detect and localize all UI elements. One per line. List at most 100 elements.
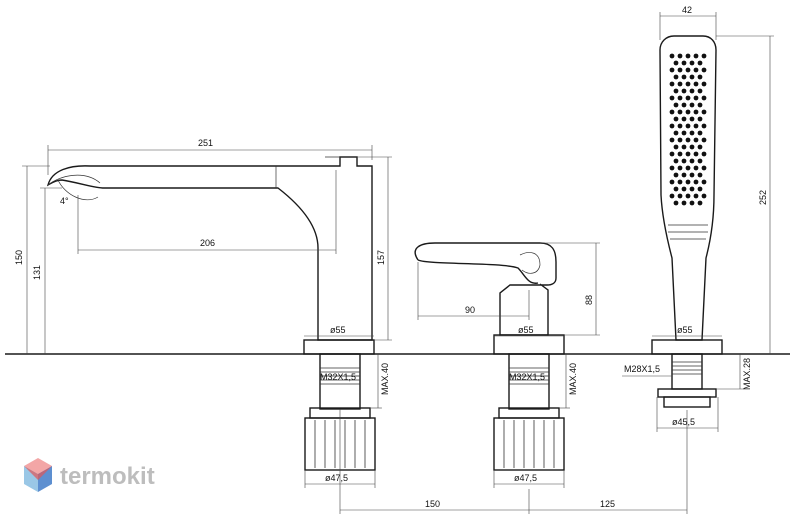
spray-nozzle: [673, 172, 679, 178]
spray-nozzle: [669, 53, 675, 59]
spray-nozzle: [673, 200, 679, 206]
dim-mixer-lever-length: 90: [465, 305, 475, 315]
dim-mixer-base-diameter: ø55: [518, 325, 534, 335]
mixer-lever-outline: [414, 242, 557, 336]
mixer-nut: [493, 417, 565, 471]
spray-nozzle: [669, 81, 675, 87]
spray-nozzle: [669, 165, 675, 171]
spray-nozzle: [697, 186, 703, 192]
spray-nozzle: [673, 116, 679, 122]
spray-nozzle: [689, 172, 695, 178]
spray-nozzle: [673, 158, 679, 164]
spray-nozzle: [701, 193, 707, 199]
dimension-labels: 251 206 150 131 157 4° ø55 M32X1,5 MAX.4…: [14, 5, 768, 509]
dim-shower-max-deck: MAX.28: [742, 358, 752, 390]
dim-spout-reach: 206: [200, 238, 215, 248]
dim-shower-base-diameter: ø55: [677, 325, 693, 335]
spray-nozzle: [685, 193, 691, 199]
spout-angle-arc: [57, 179, 99, 201]
spray-nozzle: [669, 95, 675, 101]
spray-nozzle: [669, 179, 675, 185]
spray-nozzle: [685, 151, 691, 157]
shower-nut: [663, 396, 711, 408]
spray-nozzle: [681, 60, 687, 66]
spray-nozzle: [697, 158, 703, 164]
dim-shower-nut-diameter: ø45,5: [672, 417, 695, 427]
spray-nozzle: [685, 53, 691, 59]
shower-spray-nozzles: [669, 53, 707, 206]
spray-nozzle: [669, 67, 675, 73]
spray-nozzle: [669, 109, 675, 115]
spray-nozzle: [677, 109, 683, 115]
spray-nozzle: [689, 200, 695, 206]
spray-nozzle: [689, 186, 695, 192]
brand-name: termokit: [60, 463, 155, 490]
spray-nozzle: [673, 186, 679, 192]
dim-mixer-max-deck: MAX.40: [568, 363, 578, 395]
spray-nozzle: [697, 172, 703, 178]
spray-nozzle: [685, 165, 691, 171]
dim-mixer-height: 88: [584, 295, 594, 305]
spray-nozzle: [677, 53, 683, 59]
spray-nozzle: [693, 151, 699, 157]
spray-nozzle: [681, 200, 687, 206]
spray-nozzle: [681, 74, 687, 80]
spray-nozzle: [697, 144, 703, 150]
dimension-lines: [22, 12, 774, 514]
spray-nozzle: [685, 123, 691, 129]
spout-base-flange: [303, 339, 375, 355]
dim-spout-height-150: 150: [14, 250, 24, 265]
spray-nozzle: [701, 109, 707, 115]
spray-nozzle: [681, 102, 687, 108]
shower-handle-outline: [659, 35, 717, 341]
dim-shower-thread: M28X1,5: [624, 364, 660, 374]
mixer-base-flange: [493, 334, 565, 355]
dim-shower-width: 42: [682, 5, 692, 15]
spray-nozzle: [701, 53, 707, 59]
spray-nozzle: [681, 88, 687, 94]
mixer-lever-underside: [417, 259, 539, 284]
mixer-shank: [508, 353, 550, 410]
shower-washer: [657, 388, 717, 398]
spray-nozzle: [693, 179, 699, 185]
spray-nozzle: [693, 53, 699, 59]
spray-nozzle: [677, 137, 683, 143]
spray-nozzle: [689, 74, 695, 80]
spray-nozzle: [701, 137, 707, 143]
dim-spout-height-131: 131: [32, 265, 42, 280]
dim-spout-thread: M32X1,5: [320, 372, 356, 382]
spray-nozzle: [685, 109, 691, 115]
spout-outlet-curve: [47, 174, 101, 186]
shower-shank: [671, 353, 703, 390]
spout-assembly: [46, 156, 376, 471]
spray-nozzle: [685, 67, 691, 73]
spray-nozzle: [693, 67, 699, 73]
spray-nozzle: [701, 67, 707, 73]
spray-nozzle: [677, 81, 683, 87]
spray-nozzle: [681, 186, 687, 192]
spray-nozzle: [697, 130, 703, 136]
spray-nozzle: [701, 179, 707, 185]
spray-nozzle: [677, 165, 683, 171]
spray-nozzle: [685, 81, 691, 87]
shower-base-flange: [651, 339, 723, 355]
spray-nozzle: [689, 158, 695, 164]
spray-nozzle: [673, 144, 679, 150]
spray-nozzle: [681, 116, 687, 122]
spray-nozzle: [701, 123, 707, 129]
spray-nozzle: [685, 137, 691, 143]
spray-nozzle: [677, 193, 683, 199]
spray-nozzle: [689, 102, 695, 108]
spray-nozzle: [701, 81, 707, 87]
spray-nozzle: [681, 158, 687, 164]
spray-nozzle: [693, 81, 699, 87]
spray-nozzle: [697, 200, 703, 206]
spray-nozzle: [681, 130, 687, 136]
hand-shower-assembly: [651, 35, 723, 408]
dim-spout-nut-diameter: ø47,5: [325, 473, 348, 483]
spray-nozzle: [689, 88, 695, 94]
spray-nozzle: [693, 193, 699, 199]
spray-nozzle: [677, 67, 683, 73]
spray-nozzle: [673, 102, 679, 108]
